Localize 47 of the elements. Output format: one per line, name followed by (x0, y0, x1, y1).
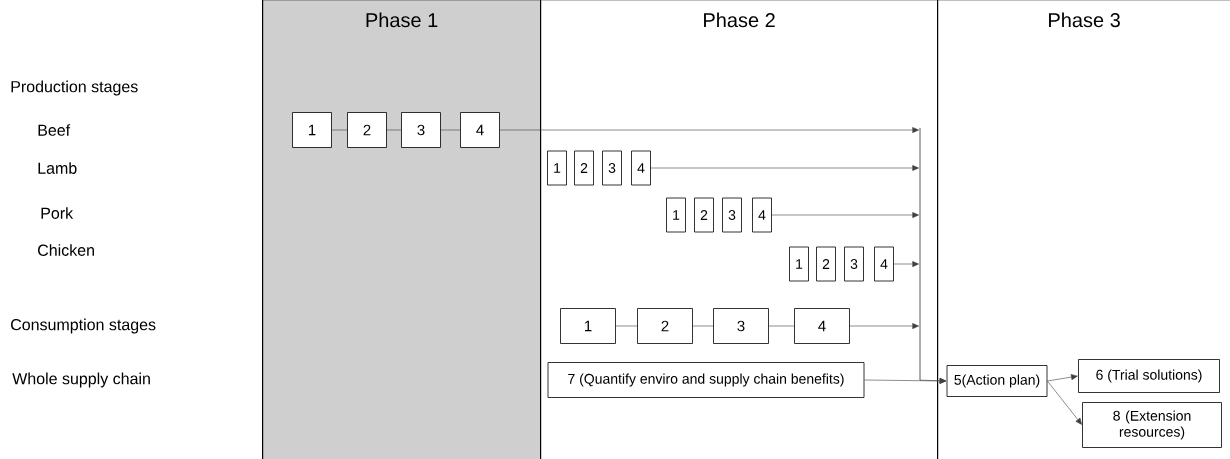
task-box: 8 (Extension resources) (1082, 402, 1222, 448)
stage-box: 3 (713, 308, 769, 344)
arrow (650, 165, 919, 171)
row-label: Lamb (38, 162, 77, 174)
stage-box: 2 (816, 246, 836, 282)
arrow (919, 377, 947, 384)
connector-line (615, 325, 638, 327)
row-label: Pork (41, 207, 74, 219)
stage-box: 2 (637, 308, 693, 344)
stage-box: 1 (547, 150, 567, 186)
connector-line (386, 129, 402, 131)
arrow (1047, 374, 1078, 382)
stage-box: 1 (292, 112, 332, 148)
task-box: 7 (Quantify enviro and supply chain benefits) (547, 362, 865, 398)
stage-box: 2 (694, 197, 714, 233)
stage-box: 2 (574, 150, 594, 186)
stage-box: 4 (631, 150, 651, 186)
task-box: 5(Action plan) (946, 365, 1048, 397)
stage-box: 1 (789, 246, 809, 282)
arrow (499, 127, 919, 133)
stage-box: 4 (794, 308, 850, 344)
row-label: Whole supply chain (12, 372, 150, 388)
stage-box: 2 (347, 112, 387, 148)
arrow (771, 212, 919, 218)
connector-line (331, 129, 348, 131)
row-label: Beef (38, 124, 71, 136)
stage-box: 4 (874, 246, 894, 282)
arrow (1047, 380, 1082, 425)
stage-box: 1 (666, 197, 686, 233)
arrow (893, 261, 919, 267)
connector-line (440, 129, 461, 131)
row-label: Production stages (11, 80, 138, 96)
merge-line (919, 127, 921, 381)
row-label: Consumption stages (11, 318, 156, 334)
stage-box: 3 (844, 246, 864, 282)
connector-line (692, 325, 714, 327)
connector-line (768, 325, 795, 327)
stage-box: 3 (401, 112, 441, 148)
stage-box: 4 (752, 197, 772, 233)
stage-box: 1 (560, 308, 616, 344)
row-label: Chicken (38, 244, 94, 256)
stage-box: 4 (460, 112, 500, 148)
node-label: Phase 2 (704, 12, 775, 28)
stage-box: 3 (602, 150, 622, 186)
stage-box: 3 (722, 197, 742, 233)
arrow (849, 323, 919, 329)
task-box: 6 (Trial solutions) (1078, 359, 1220, 393)
